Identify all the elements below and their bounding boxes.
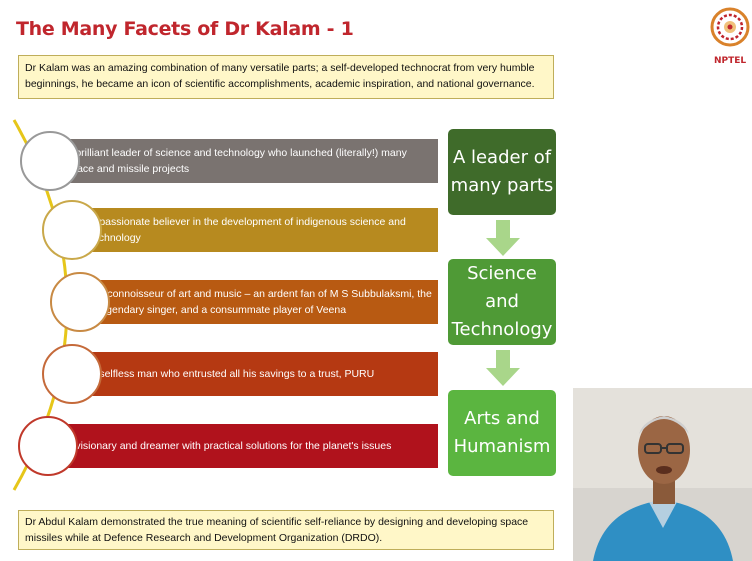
- down-arrow-icon: [486, 220, 520, 256]
- facet-box-science: Science and Technology: [448, 259, 556, 345]
- point-text-5: A visionary and dreamer with practical s…: [66, 440, 392, 452]
- point-text-3: A connoisseur of art and music – an arde…: [98, 288, 432, 316]
- point-bar-4: A selfless man who entrusted all his sav…: [82, 352, 438, 396]
- facet-box-leader: A leader of many parts: [448, 129, 556, 215]
- point-bar-2: A passionate believer in the development…: [82, 208, 438, 252]
- point-bar-3: A connoisseur of art and music – an arde…: [90, 280, 438, 324]
- presenter-video: [573, 388, 752, 561]
- point-text-1: A brilliant leader of science and techno…: [66, 147, 407, 175]
- nptel-logo-icon: [710, 7, 750, 47]
- point-text-2: A passionate believer in the development…: [90, 216, 406, 244]
- point-circle-3: [50, 272, 110, 332]
- point-circle-2: [42, 200, 102, 260]
- slide-title: The Many Facets of Dr Kalam - 1: [16, 18, 354, 40]
- point-circle-1: [20, 131, 80, 191]
- logo-label: NPTEL: [714, 56, 747, 66]
- point-text-4: A selfless man who entrusted all his sav…: [90, 368, 375, 380]
- point-bar-1: A brilliant leader of science and techno…: [58, 139, 438, 183]
- down-arrow-icon: [486, 350, 520, 386]
- point-circle-5: [18, 416, 78, 476]
- facet-box-arts: Arts and Humanism: [448, 390, 556, 476]
- intro-callout: Dr Kalam was an amazing combination of m…: [18, 55, 554, 99]
- footer-callout: Dr Abdul Kalam demonstrated the true mea…: [18, 510, 554, 550]
- point-circle-4: [42, 344, 102, 404]
- point-bar-5: A visionary and dreamer with practical s…: [58, 424, 438, 468]
